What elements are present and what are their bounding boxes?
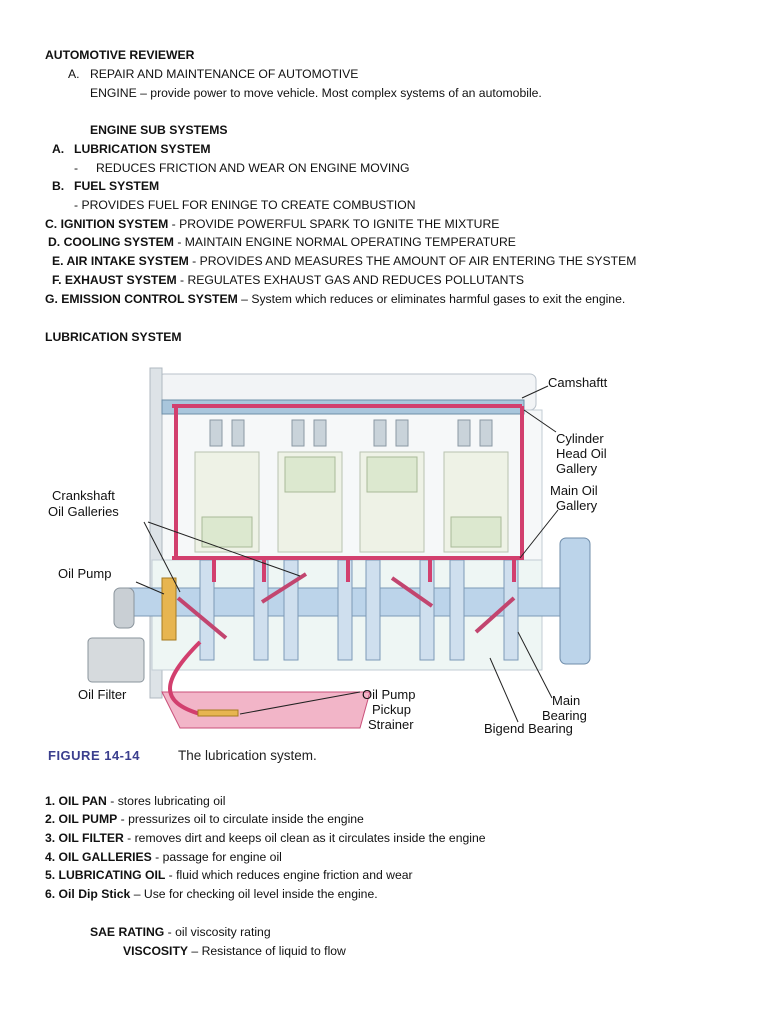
flywheel: [559, 537, 591, 665]
viscosity: VISCOSITY – Resistance of liquid to flow: [123, 944, 346, 958]
subsystem-f: F. EXHAUST SYSTEM - REGULATES EXHAUST GA…: [52, 273, 525, 287]
subsystem-e: E. AIR INTAKE SYSTEM - PROVIDES AND MEAS…: [52, 254, 637, 268]
subsystem-d: D. COOLING SYSTEM - MAINTAIN ENGINE NORM…: [48, 235, 516, 249]
crank-pulley: [113, 587, 135, 629]
lubrication-heading: LUBRICATION SYSTEM: [45, 330, 182, 344]
figure-number: FIGURE 14-14: [48, 748, 140, 763]
engine-definition: ENGINE – provide power to move vehicle. …: [90, 86, 542, 100]
label-cylinder-head-1: Cylinder: [556, 431, 604, 446]
label-main-gallery-1: Main Oil: [550, 483, 598, 498]
part-oil-pan: 1. OIL PAN - stores lubricating oil: [45, 794, 226, 808]
figure-caption: The lubrication system.: [178, 748, 317, 763]
subsystem-c: C. IGNITION SYSTEM - PROVIDE POWERFUL SP…: [45, 217, 500, 231]
oil-pump: [161, 577, 177, 641]
crankshaft-oil-galleries: [176, 572, 516, 640]
subsystem-g: G. EMISSION CONTROL SYSTEM – System whic…: [45, 292, 626, 306]
label-cylinder-head-2: Head Oil: [556, 446, 607, 461]
lubrication-system-diagram: Camshaftt Cylinder Head Oil Gallery Main…: [48, 367, 608, 763]
part-oil-pump: 2. OIL PUMP - pressurizes oil to circula…: [45, 812, 364, 826]
subsystem-a-note: REDUCES FRICTION AND WEAR ON ENGINE MOVI…: [96, 161, 410, 175]
subsystem-a-note-marker: -: [74, 161, 79, 175]
document-title: AUTOMOTIVE REVIEWER: [45, 48, 195, 62]
label-pickup-2: Pickup: [372, 702, 411, 717]
part-oil-dip-stick: 6. Oil Dip Stick – Use for checking oil …: [45, 887, 378, 901]
part-oil-galleries: 4. OIL GALLERIES - passage for engine oi…: [45, 850, 282, 864]
label-crankshaft-1: Crankshaft: [52, 488, 115, 503]
label-cylinder-head-3: Gallery: [556, 461, 598, 476]
label-pickup-3: Strainer: [368, 717, 414, 732]
label-main-gallery-2: Gallery: [556, 498, 598, 513]
label-bigend-bearing: Bigend Bearing: [484, 721, 573, 736]
label-main-bearing-2: Bearing: [542, 708, 587, 723]
label-oil-pump: Oil Pump: [58, 566, 111, 581]
sae-rating: SAE RATING - oil viscosity rating: [90, 925, 271, 939]
subsystem-b-note: - PROVIDES FUEL FOR ENINGE TO CREATE COM…: [74, 198, 416, 212]
label-camshaft: Camshaftt: [548, 375, 608, 390]
leader-lines: [135, 385, 559, 723]
pistons: [201, 456, 502, 548]
label-crankshaft-2: Oil Galleries: [48, 504, 119, 519]
label-main-bearing-1: Main: [552, 693, 580, 708]
pickup-strainer: [197, 709, 239, 717]
oil-galleries: [168, 404, 524, 716]
oil-pan: [161, 691, 371, 729]
part-oil-filter: 3. OIL FILTER - removes dirt and keeps o…: [45, 831, 486, 845]
subsystem-a-name: LUBRICATION SYSTEM: [74, 142, 211, 156]
section-a-marker: A.: [68, 67, 80, 81]
section-a-title: REPAIR AND MAINTENANCE OF AUTOMOTIVE: [90, 67, 359, 81]
subsystem-b-name: FUEL SYSTEM: [74, 179, 160, 193]
oil-filter: [87, 637, 145, 683]
subsystem-a-marker: A.: [52, 142, 65, 156]
crank-throws: [199, 559, 519, 661]
section-a-line: A.: [68, 67, 80, 82]
valve-springs: [209, 419, 493, 447]
label-oil-filter: Oil Filter: [78, 687, 127, 702]
subsystems-heading: ENGINE SUB SYSTEMS: [90, 123, 228, 137]
subsystem-b-marker: B.: [52, 179, 65, 193]
label-pickup-1: Oil Pump: [362, 687, 415, 702]
part-lubricating-oil: 5. LUBRICATING OIL - fluid which reduces…: [45, 868, 413, 882]
